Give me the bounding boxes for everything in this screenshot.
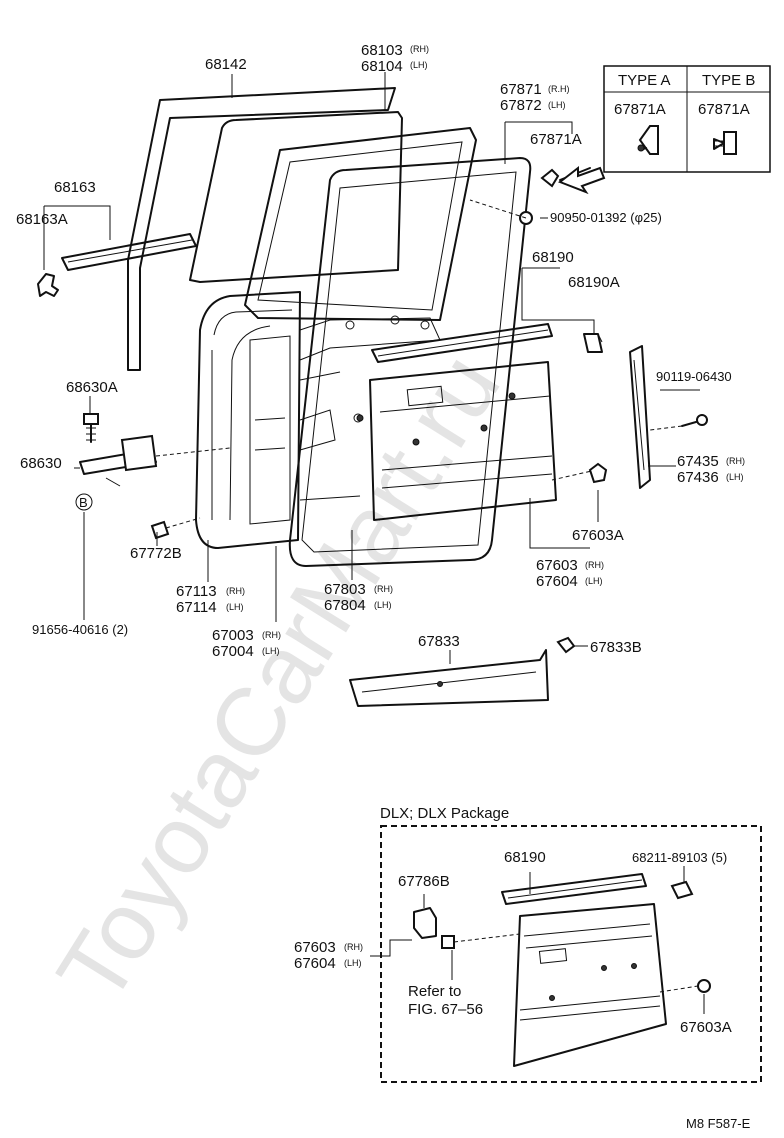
clip-68190a <box>583 333 603 353</box>
clip-67772b <box>150 520 170 540</box>
inset-handle-bezel <box>441 935 455 949</box>
label-67871-rh: (R.H) <box>548 84 570 94</box>
clip-67833b <box>556 636 576 654</box>
label-68142: 68142 <box>205 56 247 73</box>
label-67772b: 67772B <box>130 545 182 562</box>
watermark: ToyotaCarMart.ru <box>37 336 521 1022</box>
clip-68163a <box>37 273 59 297</box>
label-68103-rh: (RH) <box>410 44 429 54</box>
door-side-cover <box>629 345 651 489</box>
label-67804-lh: (LH) <box>374 600 392 610</box>
label-67833b: 67833B <box>590 639 642 656</box>
door-trim-board <box>356 361 557 521</box>
label-67604-lh: (LH) <box>585 576 603 586</box>
label-67804: 67804 <box>324 597 366 614</box>
label-67803-rh: (RH) <box>374 584 393 594</box>
inset-clip-68211 <box>670 880 694 900</box>
label-68630a: 68630A <box>66 379 118 396</box>
clip-67871a <box>540 165 606 195</box>
label-68104: 68104 <box>361 58 403 75</box>
label-68630: 68630 <box>20 455 62 472</box>
door-shell <box>195 291 301 549</box>
bolt-68630a <box>83 413 99 443</box>
label-68190a: 68190A <box>568 274 620 291</box>
label-68190: 68190 <box>532 249 574 266</box>
type-a-header: TYPE A <box>618 72 671 89</box>
label-67113: 67113 <box>176 583 217 600</box>
figure-code: M8 F587-E <box>686 1116 751 1131</box>
door-glass <box>189 111 403 283</box>
clip-type-a-icon <box>637 125 659 155</box>
clip-type-b-icon <box>713 131 737 155</box>
inset-label-67786b: 67786B <box>398 873 450 890</box>
inset-label-67603: 67603 <box>294 939 336 956</box>
belt-moulding-outer <box>61 233 197 271</box>
label-67003-rh: (RH) <box>262 630 281 640</box>
label-67871a: 67871A <box>530 131 582 148</box>
window-frame-inner <box>244 127 477 321</box>
lower-garnish-67833 <box>349 649 549 707</box>
part-labels: 68142 68103 (RH) 68104 (LH) 67871 (R.H) … <box>16 42 745 660</box>
inset-label-67603a: 67603A <box>680 1019 732 1036</box>
label-67872-lh: (LH) <box>548 100 566 110</box>
label-90119: 90119-06430 <box>656 369 732 384</box>
label-67114-lh: (LH) <box>226 602 244 612</box>
marker-b-text: B <box>79 495 88 510</box>
marker-b: B <box>75 493 93 511</box>
label-91656: 91656-40616 (2) <box>32 622 128 637</box>
label-67803: 67803 <box>324 581 366 598</box>
label-67114: 67114 <box>176 599 217 616</box>
label-67872: 67872 <box>500 97 542 114</box>
inset-label-67604-lh: (LH) <box>344 958 362 968</box>
label-67436-lh: (LH) <box>726 472 744 482</box>
label-68103: 68103 <box>361 42 403 59</box>
type-a-part: 67871A <box>614 101 666 118</box>
clip-67603a <box>588 462 608 484</box>
label-67003: 67003 <box>212 627 254 644</box>
inset-refer-1: Refer to <box>408 983 461 1000</box>
belt-weatherstrip-inner <box>371 323 553 363</box>
screw-90119 <box>649 414 708 431</box>
label-67833: 67833 <box>418 633 460 650</box>
label-67603-rh: (RH) <box>585 560 604 570</box>
type-b-part: 67871A <box>698 101 750 118</box>
label-67603a: 67603A <box>572 527 624 544</box>
label-68163: 68163 <box>54 179 96 196</box>
label-67435: 67435 <box>677 453 719 470</box>
inset-label-67603-rh: (RH) <box>344 942 363 952</box>
inset-refer-2: FIG. 67–56 <box>408 1001 483 1018</box>
label-67113-rh: (RH) <box>226 586 245 596</box>
label-67436: 67436 <box>677 469 719 486</box>
inset-trim-board <box>513 903 667 1067</box>
label-67004-lh: (LH) <box>262 646 280 656</box>
glass-run-channel <box>127 87 396 371</box>
inset-belt-weatherstrip <box>501 873 647 905</box>
label-68163a: 68163A <box>16 211 68 228</box>
type-b-header: TYPE B <box>702 72 755 89</box>
label-67004: 67004 <box>212 643 254 660</box>
label-90950: 90950-01392 (φ25) <box>550 210 662 225</box>
label-67435-rh: (RH) <box>726 456 745 466</box>
inset-bracket-67786b <box>413 907 437 939</box>
label-67871: 67871 <box>500 81 542 98</box>
clip-type-table: TYPE A TYPE B 67871A 67871A <box>603 65 771 173</box>
inset-clip-67603a <box>697 979 711 993</box>
door-check-68630 <box>79 434 231 487</box>
label-68104-lh: (LH) <box>410 60 428 70</box>
label-67604: 67604 <box>536 573 578 590</box>
inset-title: DLX; DLX Package <box>380 805 509 822</box>
inset-label-67604: 67604 <box>294 955 336 972</box>
inset-label-68190: 68190 <box>504 849 546 866</box>
door-weatherstrip <box>288 157 532 567</box>
inset-dlx: DLX; DLX Package 68190 <box>294 805 762 1083</box>
leader-lines <box>43 72 700 664</box>
label-67603: 67603 <box>536 557 578 574</box>
inset-label-68211: 68211-89103 (5) <box>632 850 727 865</box>
